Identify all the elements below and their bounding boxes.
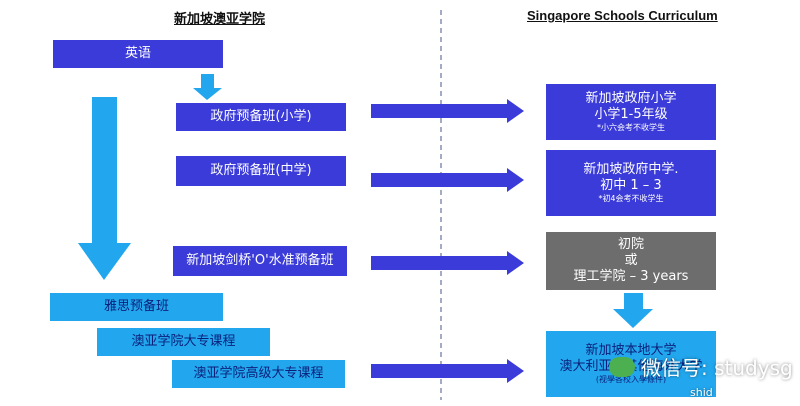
box-gov-prep-secondary-label: 政府预备班(中学): [210, 163, 312, 178]
box-advanced-diploma-label: 澳亚学院高级大专课程: [193, 366, 324, 381]
university-note: (视學各校入學條件): [595, 375, 667, 384]
arrow-o-level: [371, 251, 524, 275]
box-gov-prep-primary: 政府预备班(小学): [176, 103, 346, 131]
gov-primary-line1: 新加坡政府小学: [585, 91, 677, 106]
gov-secondary-line1: 新加坡政府中学.: [583, 162, 679, 177]
box-diploma-label: 澳亚学院大专课程: [131, 334, 236, 349]
jc-line3: 理工学院 – 3 years: [573, 269, 689, 284]
wechat-icon: [609, 356, 635, 377]
header-right: Singapore Schools Curriculum: [527, 8, 718, 23]
header-left: 新加坡澳亚学院: [174, 11, 266, 26]
wechat-watermark-text: 微信号: studysg: [641, 356, 793, 380]
box-o-level-prep: 新加坡剑桥'O'水准预备班: [173, 246, 347, 276]
box-advanced-diploma: 澳亚学院高级大专课程: [172, 360, 345, 388]
arrow-secondary: [371, 168, 524, 192]
box-english: 英语: [53, 40, 223, 68]
box-ielts-prep-label: 雅思预备班: [103, 299, 169, 314]
box-ielts-prep: 雅思预备班: [50, 293, 223, 321]
big-down-arrow: [78, 97, 131, 280]
box-gov-prep-secondary: 政府预备班(中学): [176, 156, 346, 186]
box-english-label: 英语: [124, 46, 151, 61]
jc-line1: 初院: [617, 237, 644, 252]
box-junior-college: 初院 或 理工学院 – 3 years: [546, 232, 716, 290]
jc-line2: 或: [624, 253, 638, 268]
box-gov-primary-school: 新加坡政府小学 小学1-5年级 *小六会考不收学生: [546, 84, 716, 140]
gov-primary-line2: 小学1-5年级: [594, 107, 668, 122]
small-down-arrow: [193, 74, 222, 100]
box-gov-secondary-school: 新加坡政府中学. 初中 1 – 3 *初4会考不收学生: [546, 150, 716, 216]
box-diploma: 澳亚学院大专课程: [97, 328, 270, 356]
arrow-primary: [371, 99, 524, 123]
gov-secondary-note: *初4会考不收学生: [598, 194, 664, 203]
university-line1: 新加坡本地大学: [585, 343, 677, 358]
box-gov-prep-primary-label: 政府预备班(小学): [210, 109, 312, 124]
arrow-jc-to-university: [613, 293, 653, 328]
gov-primary-note: *小六会考不收学生: [596, 123, 665, 132]
box-o-level-prep-label: 新加坡剑桥'O'水准预备班: [186, 253, 334, 268]
arrow-advanced-diploma: [371, 359, 524, 383]
watermark-subtext: shid: [690, 386, 713, 399]
wechat-watermark: 微信号: studysg: [609, 352, 793, 381]
gov-secondary-line2: 初中 1 – 3: [600, 178, 662, 193]
